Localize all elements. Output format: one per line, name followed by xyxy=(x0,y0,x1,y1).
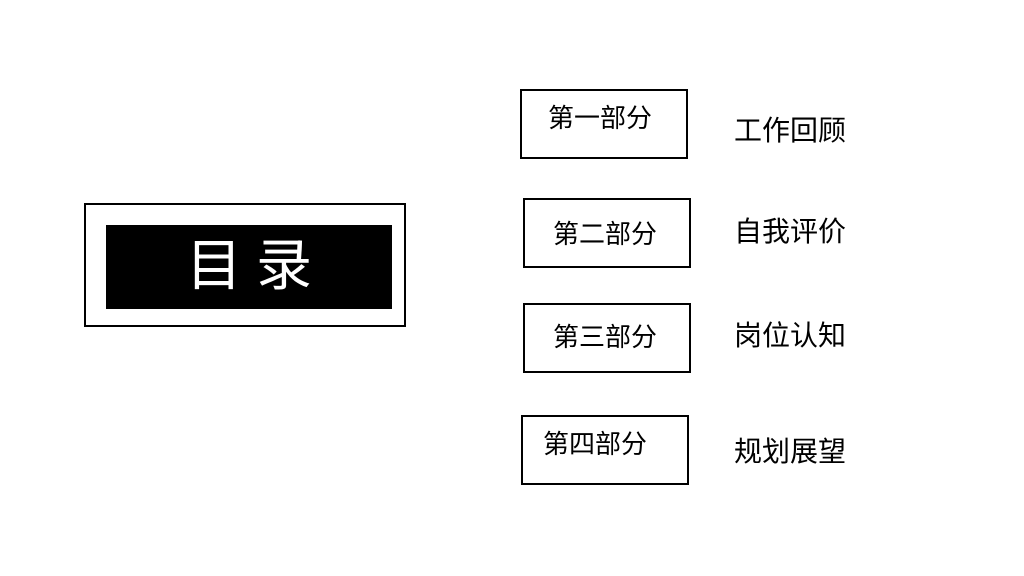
section-topic-4: 规划展望 xyxy=(734,435,847,468)
page-title: 目录 xyxy=(186,234,326,299)
section-topic-1: 工作回顾 xyxy=(734,114,847,147)
section-box-3: 第三部分 xyxy=(523,303,691,373)
title-banner: 目录 xyxy=(106,225,392,309)
section-label-1: 第一部分 xyxy=(547,104,652,134)
section-box-4: 第四部分 xyxy=(521,415,689,485)
section-topic-3: 岗位认知 xyxy=(734,319,847,352)
section-box-2: 第二部分 xyxy=(523,198,691,268)
section-label-4: 第四部分 xyxy=(542,430,647,460)
section-label-3: 第三部分 xyxy=(552,323,657,353)
title-frame: 目录 xyxy=(84,203,406,327)
section-label-2: 第二部分 xyxy=(552,220,657,250)
section-topic-2: 自我评价 xyxy=(734,215,847,248)
section-box-1: 第一部分 xyxy=(520,89,688,159)
